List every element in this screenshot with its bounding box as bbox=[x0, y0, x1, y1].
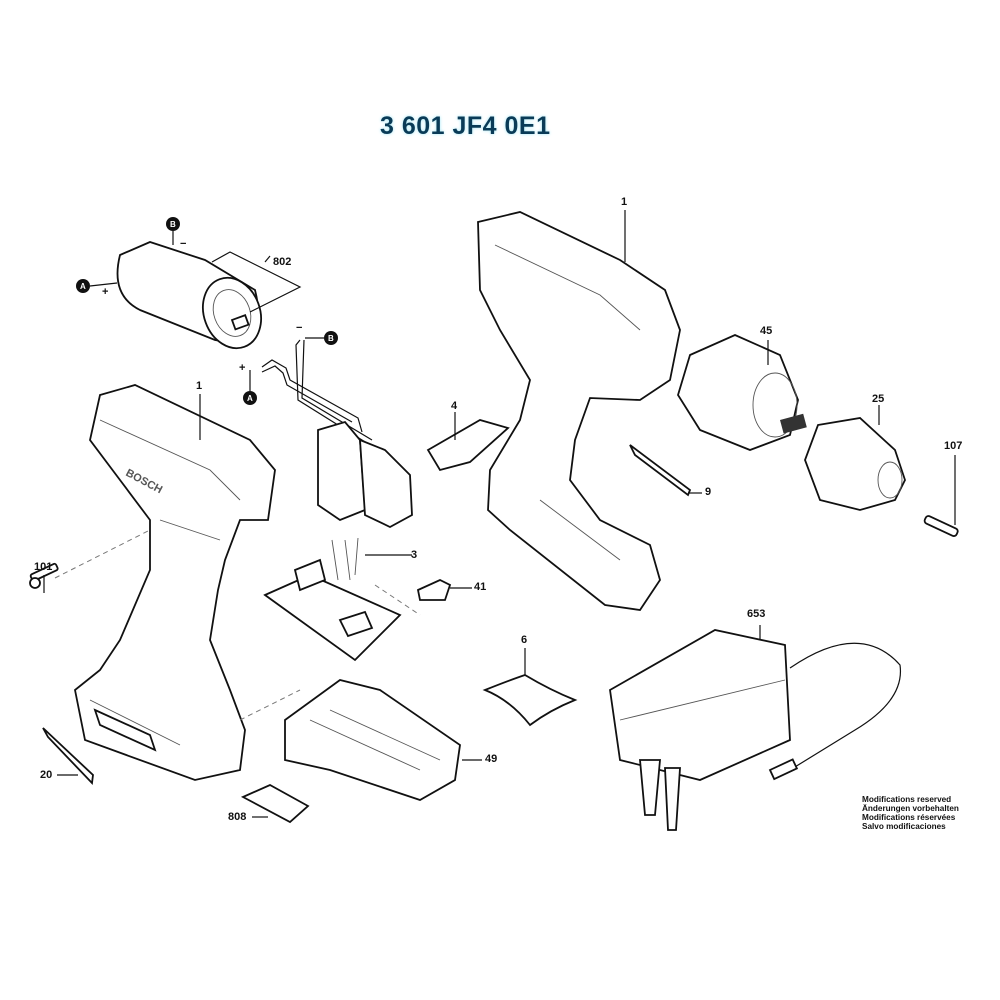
label-49: 49 bbox=[485, 753, 498, 765]
sign-minus-wire: − bbox=[296, 322, 303, 334]
label-101: 101 bbox=[34, 561, 53, 573]
label-1-right: 1 bbox=[621, 196, 628, 208]
note-line-de: Änderungen vorbehalten bbox=[862, 804, 959, 813]
label-653: 653 bbox=[747, 608, 766, 620]
note-line-fr: Modifications réservées bbox=[862, 813, 956, 822]
housing-right-drawing bbox=[477, 210, 681, 611]
strip-20-drawing bbox=[42, 727, 94, 785]
label-808: 808 bbox=[228, 811, 247, 823]
svg-text:A: A bbox=[247, 394, 253, 403]
strip-9-drawing bbox=[629, 444, 702, 497]
note-line-es: Salvo modificaciones bbox=[862, 822, 946, 831]
sheet-6-drawing bbox=[482, 648, 578, 727]
label-808-drawing bbox=[240, 783, 310, 824]
note-line-en: Modifications reserved bbox=[862, 795, 952, 804]
label-9: 9 bbox=[705, 486, 712, 498]
part-number-title: 3 601 JF4 0E1 bbox=[380, 112, 551, 140]
label-1-left: 1 bbox=[196, 380, 203, 392]
housing-left-drawing: BOSCH bbox=[54, 384, 301, 781]
svg-text:B: B bbox=[170, 220, 176, 229]
label-4: 4 bbox=[451, 400, 458, 412]
label-25: 25 bbox=[872, 393, 885, 405]
sign-plus-motor: + bbox=[102, 286, 109, 298]
modifications-note: Modifications reserved Änderungen vorbeh… bbox=[862, 795, 959, 831]
wires-drawing bbox=[261, 339, 373, 446]
label-107: 107 bbox=[944, 440, 963, 452]
chuck-drawing bbox=[804, 405, 906, 511]
sign-minus-motor: − bbox=[180, 238, 187, 250]
connector-a-motor: A bbox=[76, 279, 118, 293]
connector-b-motor: B bbox=[166, 217, 180, 245]
screw-101-drawing bbox=[29, 562, 59, 593]
label-20: 20 bbox=[40, 769, 53, 781]
label-3: 3 bbox=[411, 549, 418, 561]
label-45: 45 bbox=[760, 325, 773, 337]
screw-107-drawing bbox=[923, 455, 959, 537]
switch-cover-drawing bbox=[426, 412, 510, 472]
led-41-drawing bbox=[416, 579, 472, 601]
label-6: 6 bbox=[521, 634, 528, 646]
sign-plus-wire: + bbox=[239, 362, 246, 374]
label-41: 41 bbox=[474, 581, 487, 593]
motor-drawing bbox=[116, 241, 302, 350]
svg-text:B: B bbox=[328, 334, 334, 343]
switch-drawing bbox=[263, 420, 421, 662]
label-802: 802 bbox=[273, 256, 292, 268]
connector-a-wire: A bbox=[243, 370, 257, 405]
battery-drawing bbox=[284, 679, 482, 801]
gearbox-drawing bbox=[677, 334, 807, 451]
connector-b-wire: B bbox=[305, 331, 338, 345]
charger-drawing bbox=[609, 625, 902, 831]
svg-text:A: A bbox=[80, 282, 86, 291]
